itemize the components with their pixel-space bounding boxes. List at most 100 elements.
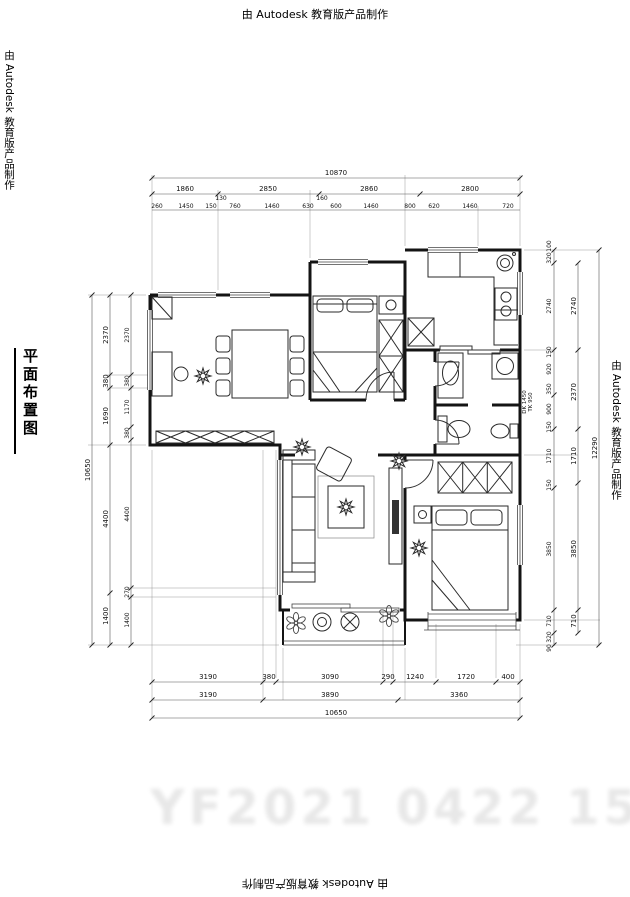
bathroom2-door (434, 419, 460, 445)
plant-icon (407, 536, 431, 560)
living-room-furniture (282, 435, 411, 583)
dim-label: 160 (316, 195, 328, 202)
cooktop (494, 287, 518, 321)
master-bedroom-door (404, 459, 434, 489)
dim-label: 380 (124, 375, 131, 387)
dining-chair (289, 379, 305, 397)
dining-room-furniture (151, 296, 305, 444)
dim-label: 1860 (176, 185, 194, 193)
dim-label: 1450 (178, 203, 193, 210)
dim-label: 2800 (461, 185, 479, 193)
dim-label: 2370 (570, 383, 578, 401)
bedroom2-furniture (312, 295, 404, 393)
wash-basin (442, 360, 459, 386)
tv-cabinet (388, 467, 403, 565)
refrigerator (407, 317, 435, 347)
dim-label: 2850 (259, 185, 277, 193)
dim-label: 710 (570, 614, 578, 627)
dim-label: 1170 (124, 399, 131, 414)
dim-label: 3360 (450, 691, 468, 699)
dim-label: 150 (546, 479, 553, 491)
flower-icon (285, 612, 307, 634)
extension-lines (88, 175, 600, 718)
toilet (437, 415, 471, 443)
dim-label: 3090 (321, 673, 339, 681)
dim-label: 150 (546, 346, 553, 358)
master-wardrobe (437, 461, 513, 494)
wardrobe (378, 319, 404, 393)
dim-label: 10650 (325, 709, 347, 717)
dim-label: 2860 (360, 185, 378, 193)
dim-label: 1460 (363, 203, 378, 210)
bed (312, 295, 378, 393)
dim-label: 720 (502, 203, 514, 210)
dim-label: 320 (546, 631, 553, 643)
dim-label: 3850 (546, 541, 553, 556)
washing-machine (491, 352, 519, 380)
autodesk-watermark-top: 由 Autodesk 教育版产品制作 (241, 8, 389, 21)
nightstand (378, 295, 404, 315)
rug (317, 475, 375, 539)
master-bedroom-furniture (407, 461, 513, 611)
kitchen-fixtures (407, 252, 518, 347)
pillow (346, 298, 374, 313)
dim-label: 380 (102, 374, 110, 387)
planter-pot (340, 612, 360, 632)
dimension-labels: 10870 1860 2850 2860 2800 260 1450 150 1… (84, 169, 599, 717)
dim-label: 3850 (570, 540, 578, 558)
dimension-lines (91, 177, 600, 719)
dining-table (231, 329, 289, 399)
lamp (385, 299, 397, 311)
dim-label: 1710 (570, 447, 578, 465)
dim-label: 10650 (84, 459, 92, 481)
dim-label: 3190 (199, 691, 217, 699)
dim-label: 4400 (102, 510, 110, 528)
lounge-chair (316, 446, 352, 482)
desk (151, 351, 173, 397)
dim-label: 2370 (124, 327, 131, 342)
bath-note: TK 950 (528, 392, 534, 413)
planter-pot (312, 612, 332, 632)
dim-label: 1460 (462, 203, 477, 210)
dim-label: 920 (546, 363, 553, 375)
dining-chair (289, 357, 305, 375)
dim-label: 380 (262, 673, 275, 681)
master-bed (431, 505, 509, 611)
dim-label: 710 (546, 615, 553, 627)
plant-icon (334, 495, 358, 519)
kitchen-counter (427, 252, 518, 346)
dim-label: 100 (546, 240, 553, 252)
vanity-counter (437, 352, 464, 399)
dim-label: 3890 (321, 691, 339, 699)
coffee-table (327, 485, 365, 529)
bath-note: DK 1450 (522, 390, 528, 414)
pillow (470, 509, 503, 526)
pillow (435, 509, 468, 526)
dim-label: 2740 (546, 298, 553, 313)
autodesk-watermark-right: 由 Autodesk 教育版产品制作 (610, 360, 622, 500)
dim-label: 1690 (102, 407, 110, 425)
balcony-items (285, 605, 400, 634)
desk-chair (173, 366, 189, 382)
dim-label: 800 (404, 203, 416, 210)
dim-label: 350 (546, 383, 553, 395)
dim-label: 2370 (102, 326, 110, 344)
bathroom-fixtures (437, 352, 519, 443)
dim-label: 1400 (102, 607, 110, 625)
dim-label: 150 (205, 203, 217, 210)
dim-label: 620 (428, 203, 440, 210)
nightstand (413, 505, 432, 524)
dim-label: 150 (546, 421, 553, 433)
flower-icon (378, 605, 400, 627)
lamp (418, 510, 427, 519)
kitchen-sliding-door (439, 345, 501, 355)
dim-label: 630 (302, 203, 314, 210)
tv (392, 500, 399, 534)
dim-label: 130 (215, 195, 227, 202)
dim-label: 1240 (406, 673, 424, 681)
dim-label: 10870 (325, 169, 347, 177)
faucet (512, 252, 516, 256)
dim-label: 12290 (591, 437, 599, 459)
dining-chair (215, 357, 231, 375)
